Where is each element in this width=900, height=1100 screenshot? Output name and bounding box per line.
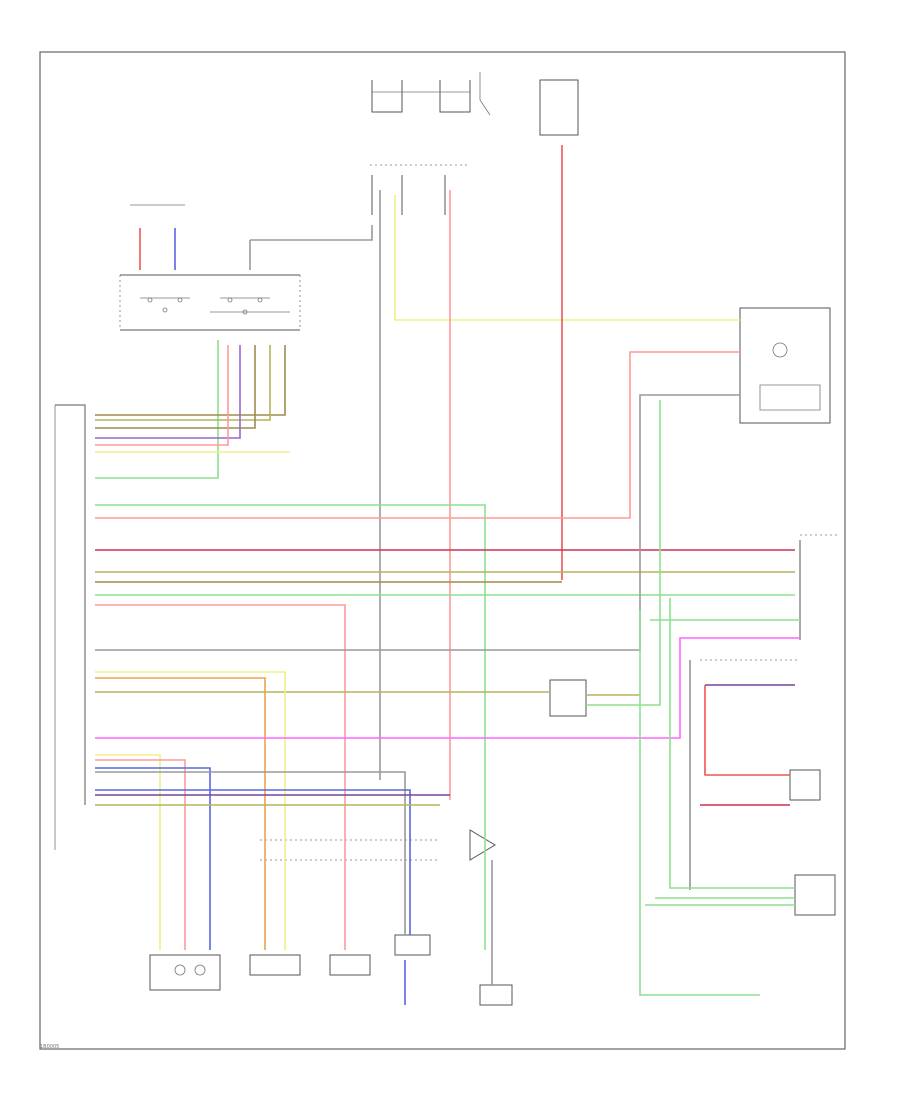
transmission-range-switch [119,274,301,331]
wire-green-36 [669,598,795,889]
wire-olive-9 [95,345,271,421]
wire-violet-11 [95,345,241,439]
instrument-cluster [739,307,831,424]
footer-code: 1B0005 [40,1044,59,1050]
wire-green-14 [95,504,486,950]
wire-brown-8 [95,345,286,416]
wire-pink-21 [95,604,346,950]
tcc-solenoid [789,769,821,801]
bottom-components [149,829,513,1006]
wire-green-40 [639,610,760,996]
wire-runs [95,145,800,1005]
ecm-relay-box [539,79,579,136]
diagram-frame [39,51,846,1050]
wire-yellow-29 [95,754,161,950]
wire-pink-15 [95,351,740,519]
wire-gray-32 [95,771,406,935]
ecm-connector [54,404,86,850]
wire-blue-33 [95,789,411,935]
wire-yellow-2 [394,195,740,321]
wire-yellow-27 [95,671,286,950]
wire-green-7 [95,340,219,479]
wire-magenta-28 [95,637,800,739]
wire-gray-0 [249,225,373,270]
top-components [370,72,579,215]
wire-pink-12 [95,345,229,446]
data-link-connector [794,874,836,916]
wire-green-23 [586,400,661,706]
wire-blue-31 [95,767,211,950]
wire-brown-10 [95,345,256,429]
wire-red-42 [704,685,790,776]
wire-pink-30 [95,759,186,950]
wire-orange-26 [95,677,266,950]
wire-gray-22 [95,394,740,651]
vss-box [549,679,587,717]
right-connector [689,534,840,890]
